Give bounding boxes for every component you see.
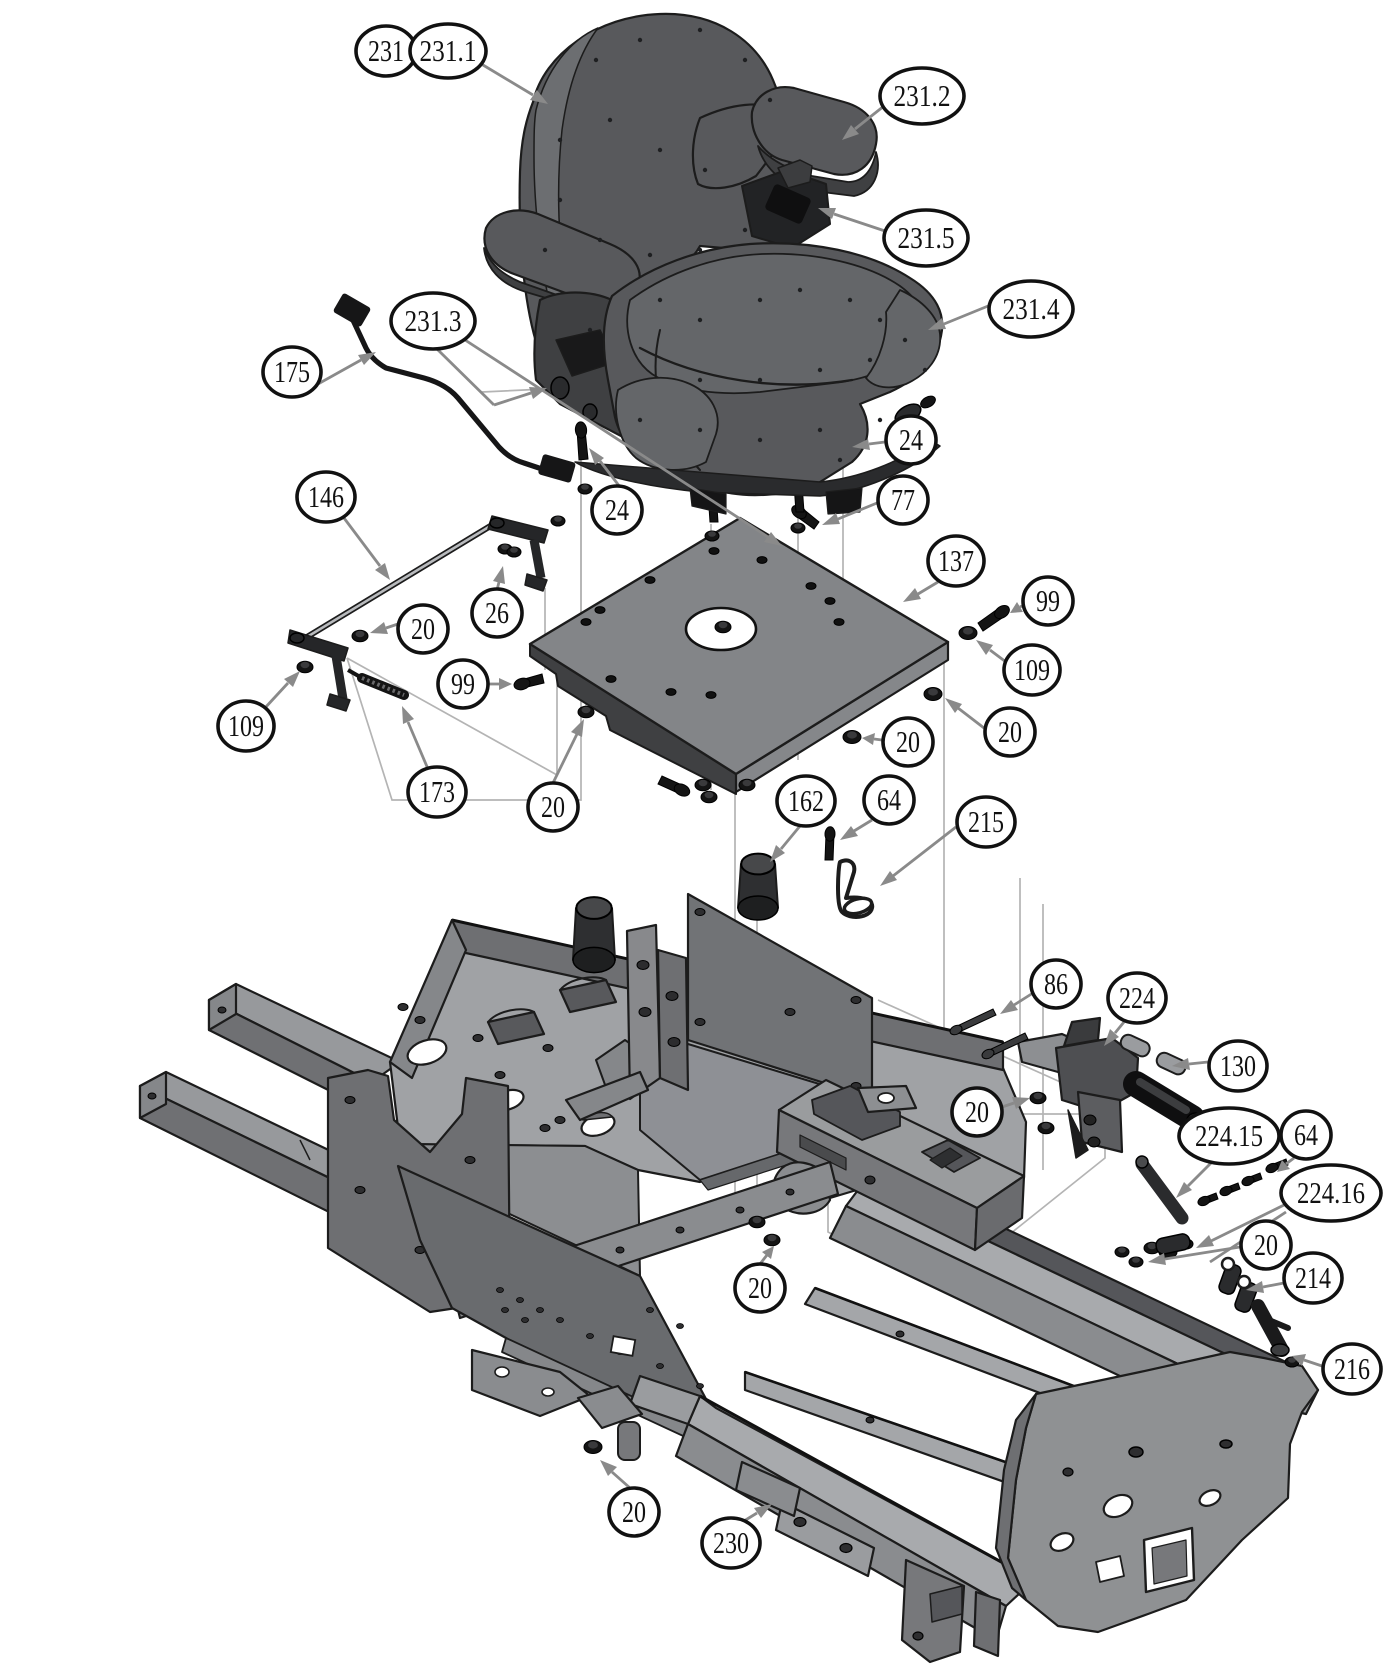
svg-text:231.1: 231.1	[420, 33, 477, 68]
svg-text:137: 137	[938, 543, 974, 578]
svg-text:231: 231	[368, 33, 404, 68]
svg-text:20: 20	[965, 1094, 989, 1129]
svg-text:64: 64	[877, 782, 901, 817]
svg-text:20: 20	[541, 789, 565, 824]
svg-text:231.4: 231.4	[1003, 291, 1060, 326]
svg-text:86: 86	[1044, 966, 1068, 1001]
svg-text:20: 20	[998, 714, 1022, 749]
svg-text:24: 24	[899, 422, 923, 457]
svg-text:130: 130	[1220, 1048, 1256, 1083]
svg-text:20: 20	[1254, 1227, 1278, 1262]
svg-text:109: 109	[1014, 652, 1050, 687]
svg-text:26: 26	[485, 595, 509, 630]
svg-text:231.5: 231.5	[898, 220, 955, 255]
svg-text:224.16: 224.16	[1297, 1175, 1365, 1210]
svg-text:99: 99	[1036, 583, 1060, 618]
svg-text:99: 99	[451, 666, 475, 701]
svg-text:24: 24	[605, 492, 629, 527]
svg-text:231.3: 231.3	[405, 303, 462, 338]
svg-text:20: 20	[622, 1494, 646, 1529]
svg-text:214: 214	[1295, 1260, 1331, 1295]
svg-text:109: 109	[228, 708, 264, 743]
svg-text:77: 77	[891, 482, 915, 517]
svg-text:146: 146	[308, 479, 344, 514]
svg-text:64: 64	[1294, 1117, 1318, 1152]
svg-text:175: 175	[274, 354, 310, 389]
svg-text:231.2: 231.2	[894, 78, 951, 113]
svg-text:230: 230	[713, 1525, 749, 1560]
svg-text:20: 20	[748, 1270, 772, 1305]
svg-text:173: 173	[419, 774, 455, 809]
svg-text:215: 215	[968, 804, 1004, 839]
svg-text:20: 20	[411, 611, 435, 646]
svg-text:224.15: 224.15	[1195, 1118, 1263, 1153]
svg-text:216: 216	[1334, 1351, 1370, 1386]
svg-text:20: 20	[896, 724, 920, 759]
svg-text:224: 224	[1119, 980, 1155, 1015]
svg-text:162: 162	[788, 783, 824, 818]
